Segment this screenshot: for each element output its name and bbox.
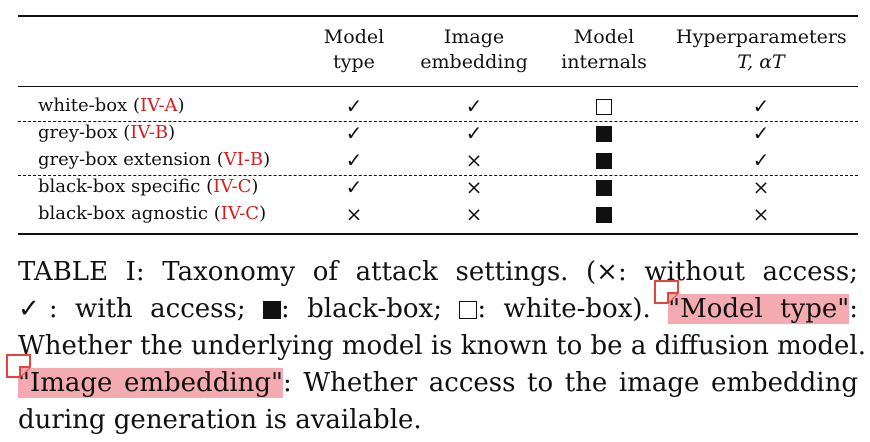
caption-line-5: during generation is available. [18, 405, 422, 435]
section-ref-link[interactable]: IV-B [130, 122, 169, 143]
table-row: white-box (IV-A) ✓ ✓ ✓ [0, 93, 870, 119]
check-icon: ✓ [752, 121, 770, 145]
section-ref-link[interactable]: VI-B [223, 149, 264, 170]
caption-line-1: TABLE I: Taxonomy of attack settings. (×… [18, 257, 858, 287]
check-icon: ✓ [345, 148, 363, 172]
row-label: grey-box extension (VI-B) [38, 149, 271, 170]
row-label: white-box (IV-A) [38, 95, 185, 116]
caption-line-4: "Image embedding": Whether access to the… [18, 368, 859, 398]
table-row: black-box specific (IV-C) ✓ × × [0, 174, 870, 200]
caption-line-2: ✓: with access; : black-box; : white-box… [18, 294, 859, 324]
row-label: grey-box (IV-B) [38, 122, 176, 143]
check-icon: ✓ [345, 121, 363, 145]
white-square-icon [584, 93, 624, 119]
black-square-icon [584, 201, 624, 227]
black-square-icon [584, 147, 624, 173]
cross-icon: × [752, 202, 770, 226]
caption-line-3: Whether the underlying model is known to… [18, 331, 866, 361]
check-icon: ✓ [345, 175, 363, 199]
black-square-icon [263, 301, 281, 319]
cross-icon: × [465, 202, 483, 226]
row-label: black-box agnostic (IV-C) [38, 203, 267, 224]
check-icon: ✓ [465, 94, 483, 118]
black-square-icon [584, 120, 624, 146]
dashed-rule-2 [18, 175, 858, 176]
cross-icon: × [345, 202, 363, 226]
dashed-rule-1 [18, 121, 858, 122]
top-rule [18, 15, 858, 17]
cross-icon: × [752, 175, 770, 199]
note-icon[interactable] [6, 354, 32, 378]
table-row: grey-box (IV-B) ✓ ✓ ✓ [0, 120, 870, 146]
cross-icon: × [465, 148, 483, 172]
bottom-rule [18, 233, 858, 235]
table-caption: TABLE I: Taxonomy of attack settings. (×… [18, 254, 866, 439]
check-icon: ✓ [752, 148, 770, 172]
section-ref-link[interactable]: IV-A [140, 95, 178, 116]
check-icon: ✓ [345, 94, 363, 118]
note-icon[interactable] [654, 280, 680, 304]
header-rule [18, 86, 858, 87]
table-row: black-box agnostic (IV-C) × × × [0, 201, 870, 227]
highlight-model-type[interactable]: "Model type" [668, 294, 850, 324]
black-square-icon [584, 174, 624, 200]
check-icon: ✓ [465, 121, 483, 145]
highlight-image-embedding[interactable]: "Image embedding" [18, 368, 284, 398]
white-square-icon [459, 301, 478, 319]
row-label: black-box specific (IV-C) [38, 176, 259, 197]
cross-icon: × [465, 175, 483, 199]
section-ref-link[interactable]: IV-C [213, 176, 252, 197]
table-row: grey-box extension (VI-B) ✓ × ✓ [0, 147, 870, 173]
check-icon: ✓ [752, 94, 770, 118]
section-ref-link[interactable]: IV-C [220, 203, 260, 224]
